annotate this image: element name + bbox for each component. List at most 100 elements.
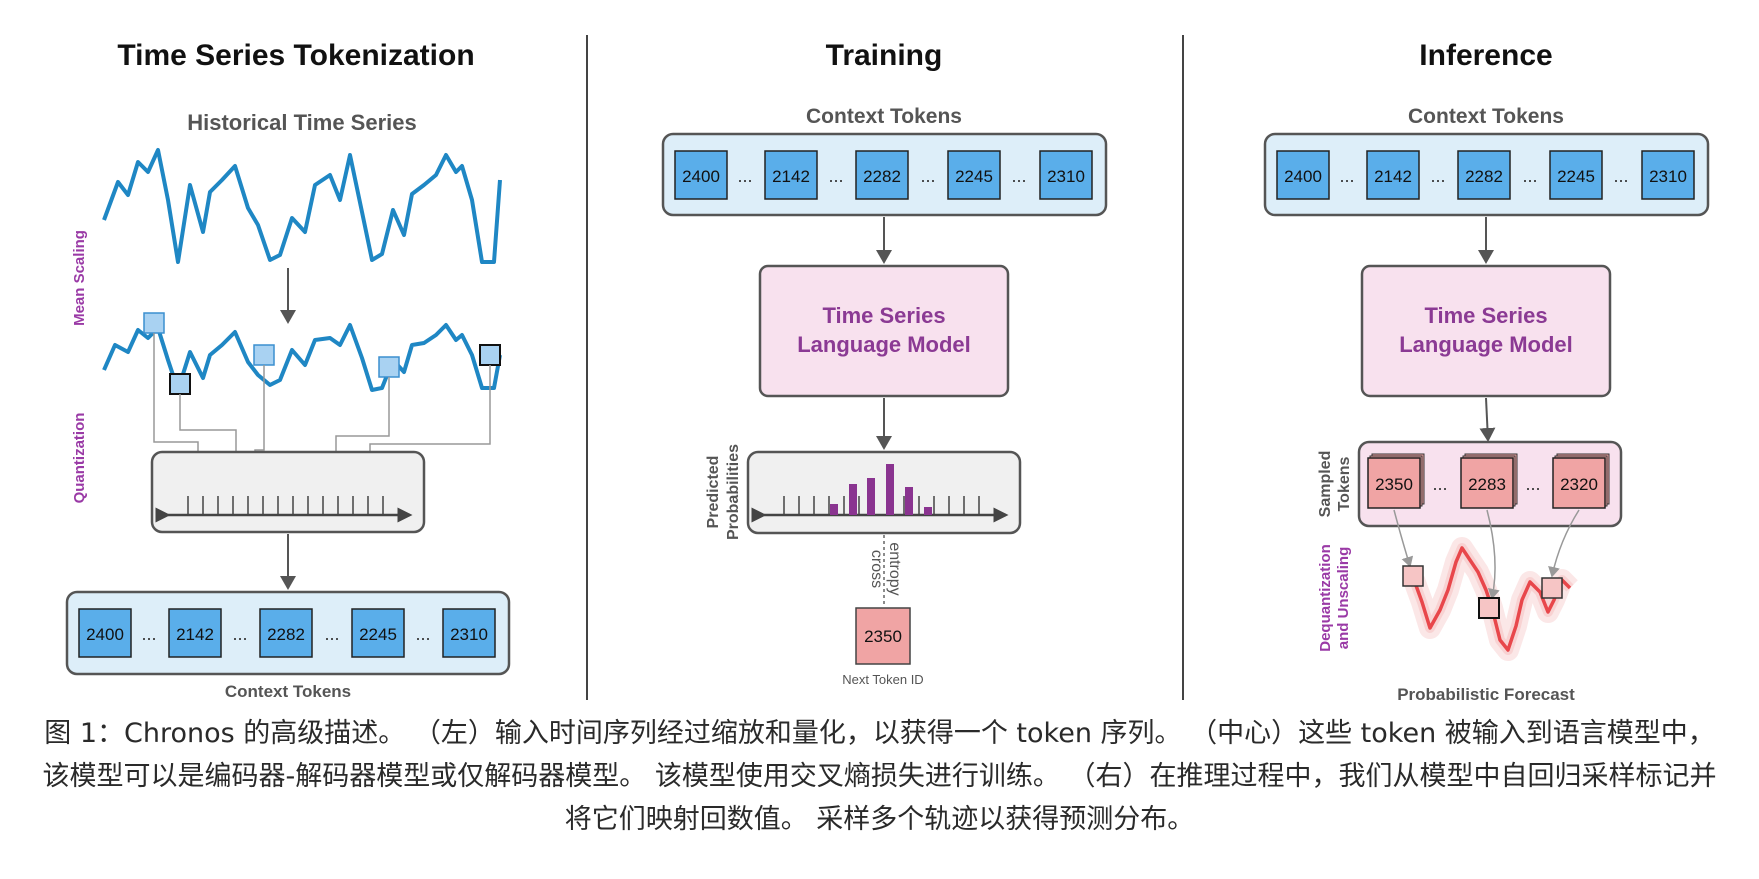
ellipsis: ...	[324, 624, 339, 644]
token-label: 2310	[1047, 167, 1085, 186]
token-label: 2282	[1465, 167, 1503, 186]
sample-marker	[143, 312, 165, 334]
scaled-series-line	[102, 323, 502, 392]
chronos-figure: Time Series Tokenization Historical Time…	[65, 35, 1710, 700]
token-label: 2400	[682, 167, 720, 186]
token	[1549, 150, 1603, 200]
token	[764, 150, 818, 200]
model-title-line2: Language Model	[797, 332, 971, 357]
next-token-label: Next Token ID	[842, 672, 923, 687]
sampled-token-label: 2283	[1468, 475, 1506, 494]
prob-bar	[924, 507, 932, 515]
language-model-box-inference	[1360, 264, 1612, 398]
history-label: Historical Time Series	[187, 110, 417, 135]
token	[1039, 150, 1093, 200]
token	[1276, 150, 1330, 200]
token-label: 2400	[86, 625, 124, 644]
sampled-token	[1460, 457, 1514, 509]
cross-entropy-label-1: cross	[868, 550, 885, 588]
probability-ticks	[783, 496, 980, 515]
quantization-label: Quantization	[71, 413, 88, 504]
sampled-token-label: 2320	[1560, 475, 1598, 494]
prob-bar	[830, 504, 838, 515]
quantization-ticks	[187, 496, 384, 515]
predicted-probabilities-label-2: Probabilities	[725, 444, 742, 540]
context-tokens-label-training: Context Tokens	[806, 105, 962, 128]
model-title-line1: Time Series	[1424, 303, 1547, 328]
sample-marker	[169, 373, 191, 395]
ellipsis: ...	[415, 624, 430, 644]
token	[78, 608, 132, 658]
context-tokens-training: 2400 ... 2142 ... 2282 ... 2245 ... 2310	[674, 150, 1093, 200]
sampled-token	[1367, 457, 1421, 509]
probability-bars	[830, 464, 932, 515]
prob-bar	[905, 487, 913, 515]
token	[855, 150, 909, 200]
token-label: 2282	[267, 625, 305, 644]
ellipsis: ...	[1339, 166, 1354, 186]
model-title-line2: Language Model	[1399, 332, 1573, 357]
ellipsis: ...	[828, 166, 843, 186]
sample-marker	[479, 344, 501, 366]
model-to-samples-arrow	[1479, 397, 1496, 442]
forecast-sample-marker	[1541, 577, 1563, 599]
probabilistic-forecast-label: Probabilistic Forecast	[1397, 685, 1575, 700]
dequantization-arrows	[1393, 509, 1580, 600]
ellipsis: ...	[737, 166, 752, 186]
ellipsis: ...	[1613, 166, 1628, 186]
token-label: 2400	[1284, 167, 1322, 186]
token-label: 2282	[863, 167, 901, 186]
sample-marker	[253, 344, 275, 366]
mean-scaling-label: Mean Scaling	[71, 230, 88, 326]
context-tokens-label-inference: Context Tokens	[1408, 105, 1564, 128]
next-token-value: 2350	[864, 627, 902, 646]
training-title: Training	[826, 39, 943, 72]
dequantization-label-1: Dequantization	[1317, 544, 1334, 652]
sample-marker	[378, 356, 400, 378]
inference-title: Inference	[1419, 39, 1552, 72]
token	[1366, 150, 1420, 200]
ellipsis: ...	[1522, 166, 1537, 186]
token	[947, 150, 1001, 200]
next-token-box	[855, 607, 911, 665]
tokenization-title: Time Series Tokenization	[117, 39, 474, 72]
figure-caption: 图 1：Chronos 的高级描述。 （左）输入时间序列经过缩放和量化，以获得一…	[42, 718, 1717, 835]
prob-bar	[849, 484, 857, 515]
context-tokens-left: 2400 ... 2142 ... 2282 ... 2245 ... 2310	[78, 608, 496, 658]
token	[442, 608, 496, 658]
language-model-box-training	[758, 264, 1010, 398]
context-tokens-inference: 2400 ... 2142 ... 2282 ... 2245 ... 2310	[1276, 150, 1695, 200]
sampled-token-label: 2350	[1375, 475, 1413, 494]
token-label: 2245	[1557, 167, 1595, 186]
ellipsis: ...	[1525, 474, 1540, 494]
ellipsis: ...	[232, 624, 247, 644]
historical-series-line	[102, 148, 502, 264]
sampled-token	[1552, 457, 1606, 509]
prob-bar	[886, 464, 894, 515]
forecast-sample-marker	[1478, 597, 1500, 619]
quantization-box	[150, 450, 426, 534]
ellipsis: ...	[920, 166, 935, 186]
ellipsis: ...	[1430, 166, 1445, 186]
ellipsis: ...	[1011, 166, 1026, 186]
token-label: 2245	[359, 625, 397, 644]
token-label: 2142	[176, 625, 214, 644]
token-label: 2142	[772, 167, 810, 186]
token-label: 2310	[1649, 167, 1687, 186]
sampled-tokens-label-1: Sampled	[1317, 451, 1334, 518]
token-label: 2245	[955, 167, 993, 186]
token-label: 2142	[1374, 167, 1412, 186]
sampled-tokens-label-2: Tokens	[1336, 456, 1353, 511]
predicted-probabilities-label-1: Predicted	[705, 456, 722, 529]
probabilities-box	[746, 450, 1022, 535]
model-title-line1: Time Series	[822, 303, 945, 328]
ellipsis: ...	[1432, 474, 1447, 494]
ellipsis: ...	[141, 624, 156, 644]
dequantization-label-2: and Unscaling	[1335, 547, 1352, 650]
cross-entropy-label-2: entropy	[886, 542, 903, 595]
token-label: 2310	[450, 625, 488, 644]
context-tokens-label-left: Context Tokens	[225, 682, 351, 700]
token	[168, 608, 222, 658]
prob-bar	[867, 478, 875, 515]
token	[1457, 150, 1511, 200]
